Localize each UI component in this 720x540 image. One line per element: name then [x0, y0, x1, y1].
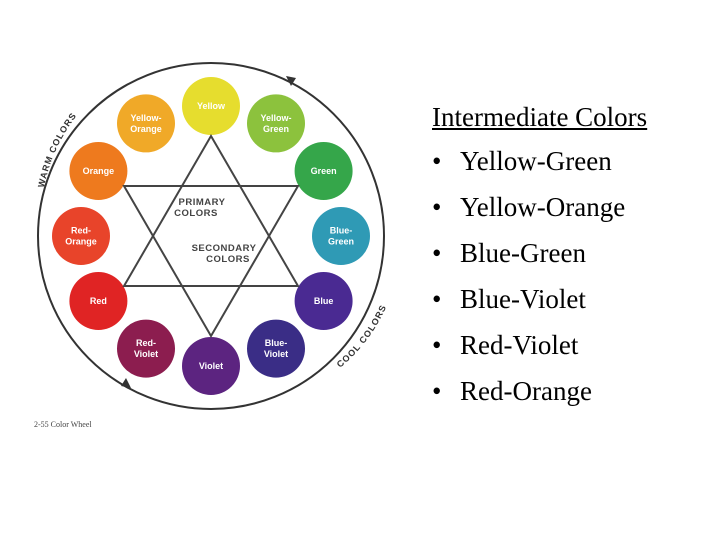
swatch-label: Violet [264, 349, 288, 359]
color-swatch: Violet [182, 337, 240, 395]
list-item: • Yellow-Green [432, 138, 712, 184]
primary-triangle [122, 134, 300, 287]
swatch-label: Yellow- [260, 113, 291, 123]
bullet-icon: • [432, 284, 442, 314]
list-item: • Yellow-Orange [432, 184, 712, 230]
swatch-label: Orange [130, 124, 162, 134]
swatch-circle [182, 77, 240, 135]
swatch-label: Red [90, 296, 107, 306]
color-swatch: Yellow-Green [247, 94, 305, 153]
swatch-label: Blue- [265, 338, 288, 348]
color-swatch: Yellow [182, 77, 240, 135]
list-item-text: Red-Orange [460, 376, 592, 406]
bullet-icon: • [432, 192, 442, 222]
list-item-text: Red-Violet [460, 330, 579, 360]
swatch-label: Green [311, 166, 337, 176]
intermediate-colors-list: Intermediate Colors • Yellow-Green • Yellow… [432, 96, 712, 414]
swatch-label: Violet [199, 361, 223, 371]
wheel-outer-ring [37, 62, 385, 410]
swatch-circle [69, 272, 128, 330]
swatch-label: Green [263, 124, 289, 134]
swatch-layer: YellowYellow-GreenGreenBlue-GreenBlueBlu… [52, 77, 370, 395]
swatch-label: Orange [83, 166, 115, 176]
secondary-triangle [122, 185, 300, 338]
bullet-icon: • [432, 238, 442, 268]
color-swatch: Red-Orange [52, 207, 110, 265]
swatch-circle [69, 142, 128, 200]
swatch-circle [52, 207, 110, 265]
swatch-circle [294, 142, 353, 200]
swatch-circle [247, 319, 305, 378]
list-item: • Blue-Green [432, 230, 712, 276]
arrow-bottom-left-icon [121, 378, 131, 388]
swatch-label: Blue [314, 296, 334, 306]
swatch-label: Yellow [197, 101, 226, 111]
list-item-text: Yellow-Green [460, 146, 612, 176]
color-swatch: Blue-Green [312, 207, 370, 265]
swatch-label: Orange [65, 237, 97, 247]
color-swatch: Red [69, 272, 128, 330]
swatch-label: Green [328, 237, 354, 247]
swatch-circle [247, 94, 305, 153]
color-swatch: Green [294, 142, 353, 200]
bullet-icon: • [432, 330, 442, 360]
primary-colors-label-line1: PRIMARY [179, 197, 226, 208]
secondary-colors-label-line2: COLORS [206, 254, 250, 265]
color-swatch: Blue-Violet [247, 319, 305, 378]
bullet-icon: • [432, 146, 442, 176]
swatch-label: Yellow- [130, 113, 161, 123]
swatch-circle [312, 207, 370, 265]
primary-colors-label-line2: COLORS [174, 208, 218, 219]
list-item-text: Yellow-Orange [460, 192, 626, 222]
arrow-top-right-icon [286, 76, 296, 86]
swatch-label: Red- [136, 338, 156, 348]
list-items: • Yellow-Green • Yellow-Orange • Blue-Green • B… [432, 138, 712, 414]
list-item: • Red-Orange [432, 368, 712, 414]
list-item-text: Blue-Green [460, 238, 586, 268]
color-swatch: Orange [69, 142, 128, 200]
swatch-circle [182, 337, 240, 395]
color-swatch: Red-Violet [117, 319, 175, 378]
swatch-circle [117, 94, 175, 153]
swatch-label: Blue- [330, 226, 353, 236]
color-swatch: Yellow-Orange [117, 94, 175, 153]
swatch-circle [117, 319, 175, 378]
secondary-colors-label-line1: SECONDARY [192, 243, 257, 254]
list-heading: Intermediate Colors [432, 102, 648, 132]
list-item-text: Blue-Violet [460, 284, 586, 314]
swatch-label: Violet [134, 349, 158, 359]
swatch-circle [294, 272, 353, 330]
color-wheel-diagram: YellowYellow-GreenGreenBlue-GreenBlueBlu… [34, 62, 387, 429]
color-swatch: Blue [294, 272, 353, 330]
swatch-label: Red- [71, 226, 91, 236]
figure-caption: 2-55 Color Wheel [34, 420, 92, 429]
bullet-icon: • [432, 376, 442, 406]
list-item: • Blue-Violet [432, 276, 712, 322]
list-item: • Red-Violet [432, 322, 712, 368]
